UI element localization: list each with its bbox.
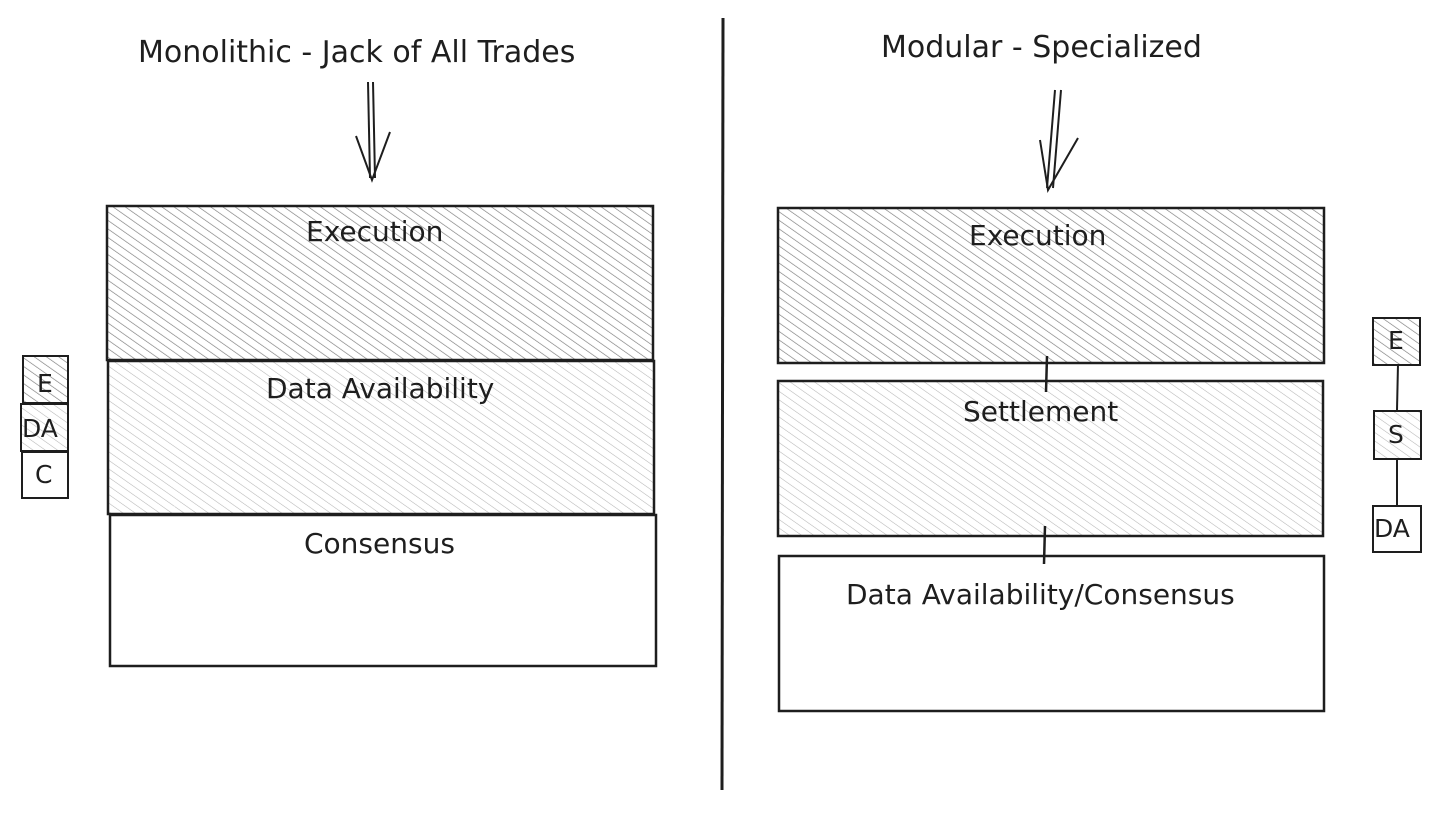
- modular-mini-label-da: DA: [1374, 514, 1410, 543]
- modular-execution-layer: [776, 206, 1326, 365]
- monolithic-execution-layer: [105, 204, 655, 362]
- modular-da-consensus-label: Data Availability/Consensus: [846, 578, 1235, 611]
- monolithic-consensus-label: Consensus: [304, 527, 455, 560]
- center-divider: [720, 17, 725, 791]
- modular-execution-label: Execution: [969, 219, 1107, 252]
- monolithic-arrow: [355, 81, 391, 183]
- monolithic-consensus-layer: [108, 513, 658, 668]
- modular-mini-label-e: E: [1388, 326, 1404, 355]
- monolithic-mini-label-da: DA: [22, 414, 58, 443]
- modular-da-consensus-layer: [777, 554, 1326, 713]
- mini-connector-e-s: [1396, 363, 1399, 411]
- mini-box-consensus: [21, 451, 69, 499]
- mini-box-execution: [1372, 317, 1421, 366]
- monolithic-data-availability-label: Data Availability: [266, 372, 495, 405]
- monolithic-data-availability-layer: [106, 359, 656, 516]
- modular-settlement-layer: [776, 379, 1325, 538]
- modular-title: Modular - Specialized: [881, 30, 1202, 65]
- modular-settlement-label: Settlement: [963, 395, 1119, 428]
- connector-execution-settlement: [1044, 355, 1049, 393]
- mini-box-data-availability: [1372, 505, 1422, 553]
- modular-arrow: [1039, 89, 1079, 193]
- modular-mini-label-s: S: [1388, 420, 1404, 449]
- mini-box-settlement: [1373, 410, 1422, 460]
- monolithic-mini-label-e: E: [37, 369, 53, 398]
- mini-box-execution: [22, 355, 69, 404]
- modular-mini-stack: [1372, 317, 1422, 553]
- monolithic-mini-stack: [20, 355, 69, 499]
- connector-settlement-da: [1042, 525, 1047, 565]
- monolithic-title: Monolithic - Jack of All Trades: [138, 35, 576, 70]
- monolithic-mini-label-c: C: [35, 460, 53, 489]
- monolithic-execution-label: Execution: [306, 215, 444, 248]
